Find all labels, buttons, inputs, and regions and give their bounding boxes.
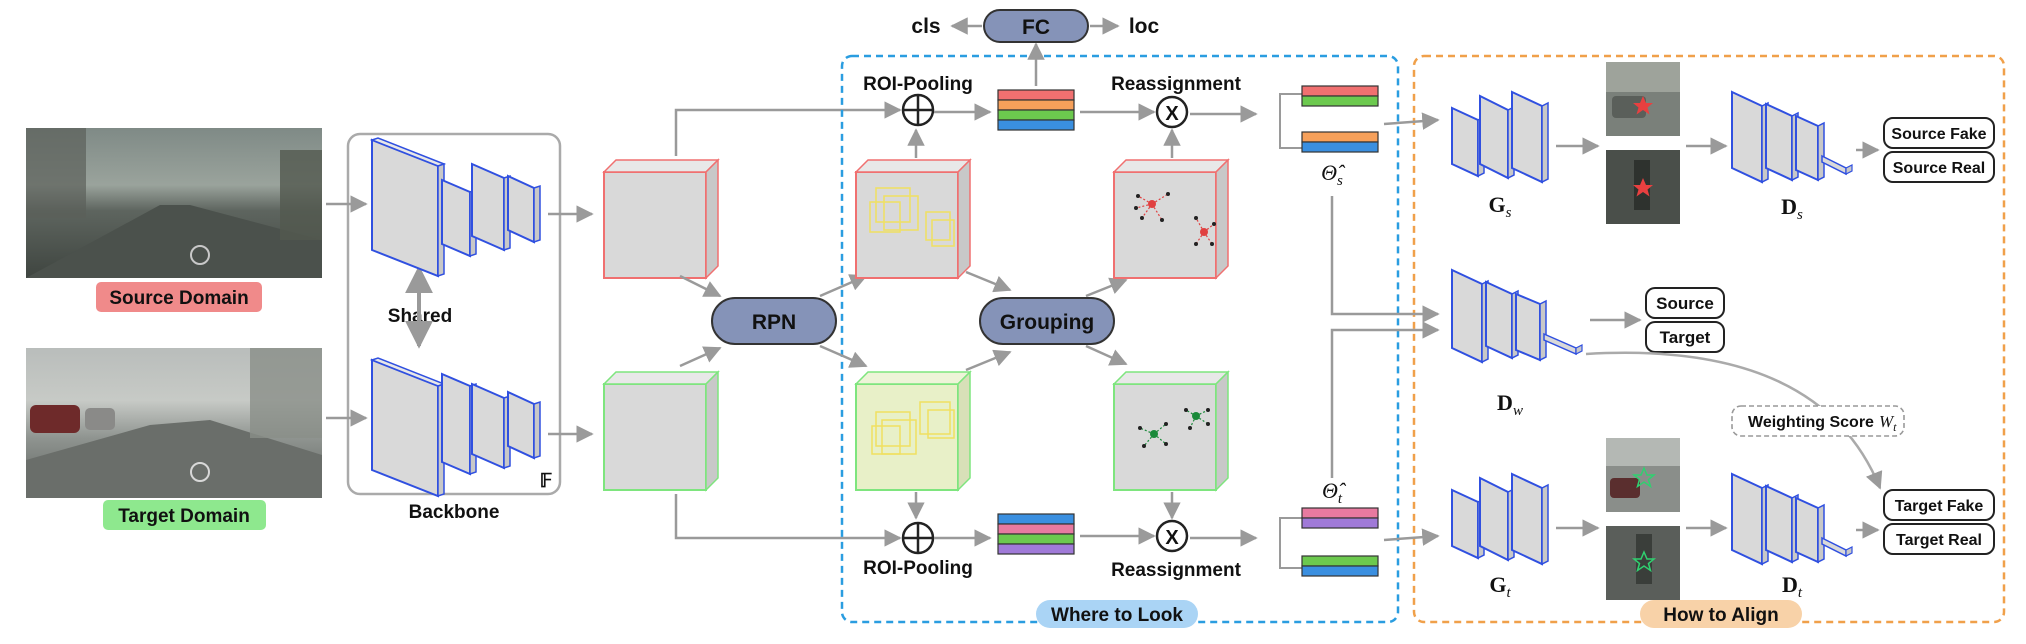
fc-label: FC: [1022, 16, 1050, 39]
target-real-label: Target Real: [1896, 532, 1982, 549]
gs-label: Gs: [1489, 192, 1512, 221]
reassign-top-symbol: X: [1165, 103, 1179, 125]
arrow-proposal-source-to-grouping: [965, 270, 1012, 293]
backbone-layers-top: [369, 137, 541, 278]
theta-t-label: Θ̂t: [1322, 478, 1347, 507]
proposal-map-source: [854, 158, 972, 280]
loc-label: loc: [1129, 15, 1160, 38]
arrow-grouping-to-cluster-source: [1085, 277, 1128, 298]
target-fake-label: Target Fake: [1895, 498, 1984, 515]
roi-pooling-bottom-op: [901, 521, 935, 555]
roi-pooling-top-op: [901, 93, 935, 127]
proposal-map-target: [854, 370, 972, 492]
dt-label: Dt: [1782, 572, 1803, 601]
gt-label: Gt: [1489, 572, 1511, 601]
dw-target-label: Target: [1660, 328, 1711, 347]
source-domain-badge: [96, 282, 262, 312]
fc-node: FC: [983, 9, 1089, 43]
arrow-theta-s-to-dw: [1330, 196, 1440, 323]
roi-pooling-bottom-label: ROI-Pooling: [863, 558, 973, 579]
backbone-symbol: 𝔽: [540, 471, 553, 492]
target-domain-label: Target Domain: [103, 500, 266, 530]
feature-stack-bottom: [997, 513, 1075, 555]
arrow-rpn-to-proposals-target: [819, 344, 868, 368]
theta-t-stack-top: [1301, 507, 1379, 529]
how-to-align-label: How to Align: [1663, 605, 1778, 626]
arrow-theta-s-to-gs: [1383, 112, 1440, 130]
dw-source-box: Source: [1645, 287, 1725, 319]
dw-label: Dw: [1497, 390, 1523, 419]
cluster-map-source: [1112, 158, 1230, 280]
backbone-label: Backbone: [409, 502, 500, 523]
arrow-source-to-rpn: [679, 274, 722, 298]
source-real-box: Source Real: [1883, 151, 1995, 183]
grouping-node: Grouping: [979, 297, 1115, 345]
arrow-rpn-to-proposals-source: [819, 274, 868, 298]
reassign-bottom-symbol: X: [1165, 527, 1179, 549]
where-to-look-badge: [1036, 600, 1198, 628]
source-patch-images: [1606, 62, 1680, 224]
target-domain-text: Target Domain: [118, 506, 250, 527]
feature-stack-top: [997, 89, 1075, 131]
backbone-layers-bottom: [369, 357, 541, 498]
generator-s-layers: [1451, 90, 1549, 184]
source-fake-label: Source Fake: [1891, 126, 1986, 143]
rpn-node: RPN: [711, 297, 837, 345]
theta-s-stack-bottom: [1301, 131, 1379, 153]
rpn-label: RPN: [752, 311, 796, 334]
discriminator-s-layers: [1731, 90, 1853, 184]
theta-s-label: Θ̂s: [1321, 160, 1346, 189]
arrow-theta-t-to-gt: [1383, 528, 1440, 546]
dw-source-label: Source: [1656, 294, 1714, 313]
dw-target-box: Target: [1645, 321, 1725, 353]
source-domain-text: Source Domain: [109, 288, 248, 309]
target-fake-box: Target Fake: [1883, 489, 1995, 521]
arrow-proposal-target-to-grouping: [965, 349, 1012, 372]
discriminator-w-layers: [1451, 268, 1583, 364]
theta-s-bracket: [1279, 93, 1302, 149]
source-fake-box: Source Fake: [1883, 117, 1995, 149]
target-patch-images: [1606, 438, 1680, 600]
grouping-label: Grouping: [1000, 311, 1094, 334]
reassignment-bottom-label: Reassignment: [1111, 560, 1242, 581]
arrow-target-to-rpn: [679, 346, 722, 368]
target-photo-detail: [26, 348, 322, 498]
arrow-theta-t-to-dw: [1330, 321, 1440, 478]
where-to-look-label: Where to Look: [1051, 605, 1183, 626]
theta-t-bracket: [1279, 517, 1302, 569]
ds-label: Ds: [1781, 194, 1803, 223]
generator-t-layers: [1451, 472, 1549, 566]
target-domain-badge: [103, 500, 266, 530]
cluster-map-target: [1112, 370, 1230, 492]
target-real-box: Target Real: [1883, 523, 1995, 555]
theta-t-stack-bottom: [1301, 555, 1379, 577]
arrow-grouping-to-cluster-target: [1085, 344, 1128, 366]
arrow-source-feature-to-roi-top: [674, 101, 902, 156]
discriminator-t-layers: [1731, 472, 1853, 566]
source-domain-label: Source Domain: [96, 282, 262, 312]
how-to-align-badge: [1640, 600, 1802, 628]
source-real-label: Source Real: [1893, 160, 1985, 177]
cls-label: cls: [911, 15, 940, 38]
reassignment-bottom-op: X: [1155, 519, 1189, 553]
theta-s-stack-top: [1301, 85, 1379, 107]
arrow-target-feature-to-roi-bottom: [674, 494, 902, 547]
roi-pooling-top-label: ROI-Pooling: [863, 74, 973, 95]
source-photo-detail: [26, 128, 322, 278]
feature-map-target: [602, 370, 720, 492]
arrow-weighting-curve: [1585, 351, 1883, 490]
reassignment-top-label: Reassignment: [1111, 74, 1242, 95]
feature-map-source: [602, 158, 720, 280]
reassignment-top-op: X: [1155, 95, 1189, 129]
backbone-box: [346, 132, 562, 496]
